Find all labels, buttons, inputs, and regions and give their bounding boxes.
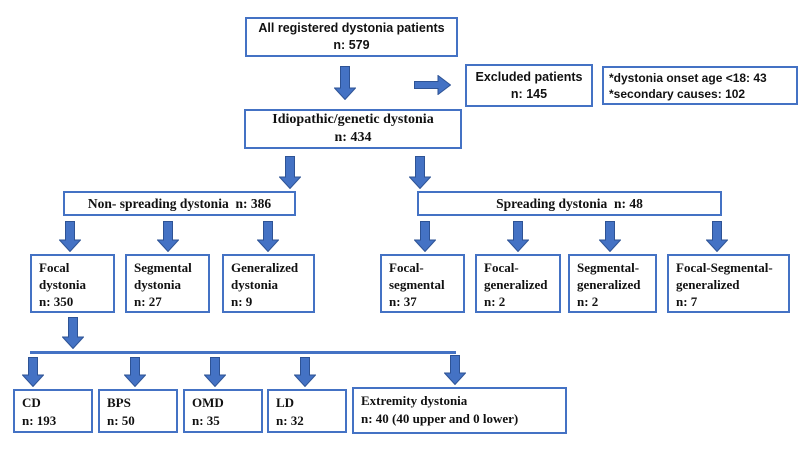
node-count: n: 50 bbox=[107, 413, 135, 428]
node-bps: BPS n: 50 bbox=[98, 389, 178, 433]
node-count: n: 7 bbox=[676, 294, 698, 309]
down-arrow-icon bbox=[334, 66, 356, 100]
node-all-registered-patients: All registered dystonia patients n: 579 bbox=[245, 17, 458, 57]
node-label: BPS bbox=[107, 395, 131, 410]
down-arrow-icon bbox=[279, 156, 301, 189]
node-label: All registered dystonia patients bbox=[258, 21, 445, 35]
node-label: Idiopathic/genetic dystonia bbox=[272, 112, 434, 127]
down-arrow-icon bbox=[294, 357, 316, 387]
down-arrow-icon bbox=[257, 221, 279, 252]
node-segmental-generalized: Segmental- generalized n: 2 bbox=[568, 254, 657, 313]
node-label: generalized bbox=[577, 277, 641, 292]
right-arrow-icon bbox=[414, 75, 451, 95]
down-arrow-icon bbox=[204, 357, 226, 387]
node-count: n: 37 bbox=[389, 294, 417, 309]
node-count: n: 9 bbox=[231, 294, 253, 309]
node-label: Excluded patients bbox=[475, 69, 583, 84]
node-excluded-patients: Excluded patients n: 145 bbox=[465, 64, 593, 107]
node-label: dystonia bbox=[231, 277, 278, 292]
down-arrow-icon bbox=[124, 357, 146, 387]
node-label: segmental bbox=[389, 277, 445, 292]
down-arrow-icon bbox=[22, 357, 44, 387]
node-focal-generalized: Focal- generalized n: 2 bbox=[475, 254, 561, 313]
node-count: n: 193 bbox=[22, 413, 57, 428]
node-extremity-dystonia: Extremity dystonia n: 40 (40 upper and 0… bbox=[352, 387, 567, 434]
connector-line bbox=[30, 351, 456, 354]
down-arrow-icon bbox=[507, 221, 529, 252]
node-cd: CD n: 193 bbox=[13, 389, 93, 433]
note-line: *secondary causes: 102 bbox=[609, 87, 746, 101]
down-arrow-icon bbox=[59, 221, 81, 252]
node-count: n: 579 bbox=[333, 38, 370, 52]
node-non-spreading: Non- spreading dystonia n: 386 bbox=[63, 191, 296, 216]
down-arrow-icon bbox=[444, 355, 466, 385]
node-label: Segmental- bbox=[577, 260, 640, 275]
node-count: n: 350 bbox=[39, 294, 74, 309]
node-segmental-dystonia: Segmental dystonia n: 27 bbox=[125, 254, 210, 313]
node-count: n: 27 bbox=[134, 294, 162, 309]
node-generalized-dystonia: Generalized dystonia n: 9 bbox=[222, 254, 315, 313]
note-line: *dystonia onset age <18: 43 bbox=[609, 71, 767, 85]
node-count: n: 434 bbox=[334, 130, 372, 145]
node-label: generalized bbox=[676, 277, 740, 292]
node-count: n: 35 bbox=[192, 413, 220, 428]
down-arrow-icon bbox=[706, 221, 728, 252]
node-label: Focal- bbox=[484, 260, 519, 275]
node-label: dystonia bbox=[39, 277, 86, 292]
node-focal-dystonia: Focal dystonia n: 350 bbox=[30, 254, 115, 313]
node-label: dystonia bbox=[134, 277, 181, 292]
node-label: Non- spreading dystonia n: 386 bbox=[87, 195, 272, 211]
node-count: n: 40 (40 upper and 0 lower) bbox=[361, 411, 519, 426]
node-label: Focal-Segmental- bbox=[676, 260, 773, 275]
node-focal-segmental-generalized: Focal-Segmental- generalized n: 7 bbox=[667, 254, 790, 313]
node-spreading: Spreading dystonia n: 48 bbox=[417, 191, 722, 216]
node-label: CD bbox=[22, 395, 41, 410]
node-count: n: 145 bbox=[510, 86, 548, 101]
node-label: OMD bbox=[192, 395, 224, 410]
node-count: n: 2 bbox=[484, 294, 506, 309]
down-arrow-icon bbox=[62, 317, 84, 349]
node-label: Extremity dystonia bbox=[361, 393, 468, 408]
node-exclusion-notes: *dystonia onset age <18: 43 *secondary c… bbox=[602, 66, 798, 105]
node-focal-segmental: Focal- segmental n: 37 bbox=[380, 254, 465, 313]
node-idiopathic-genetic: Idiopathic/genetic dystonia n: 434 bbox=[244, 109, 462, 149]
node-label: Spreading dystonia n: 48 bbox=[496, 195, 643, 211]
node-count: n: 32 bbox=[276, 413, 304, 428]
node-label: generalized bbox=[484, 277, 548, 292]
node-label: Focal- bbox=[389, 260, 424, 275]
node-ld: LD n: 32 bbox=[267, 389, 347, 433]
node-omd: OMD n: 35 bbox=[183, 389, 263, 433]
node-label: Focal bbox=[39, 260, 70, 275]
down-arrow-icon bbox=[414, 221, 436, 252]
node-label: Generalized bbox=[231, 260, 299, 275]
down-arrow-icon bbox=[157, 221, 179, 252]
node-label: LD bbox=[276, 395, 295, 410]
node-label: Segmental bbox=[134, 260, 192, 275]
down-arrow-icon bbox=[599, 221, 621, 252]
node-count: n: 2 bbox=[577, 294, 599, 309]
down-arrow-icon bbox=[409, 156, 431, 189]
